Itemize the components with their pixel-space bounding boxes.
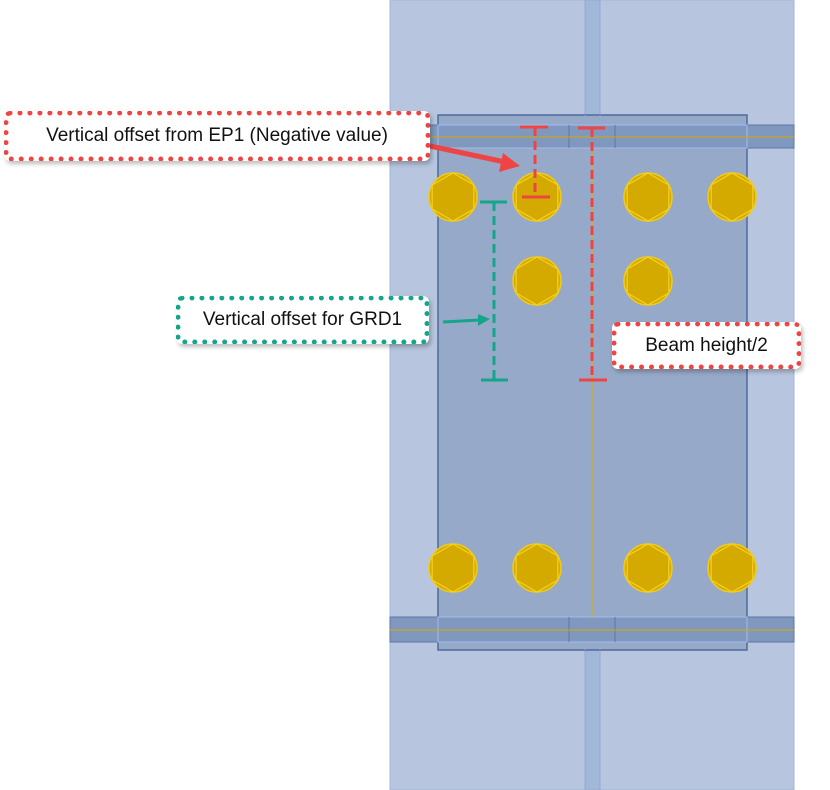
bolt bbox=[428, 543, 478, 593]
bolt bbox=[707, 172, 757, 222]
bolt bbox=[428, 172, 478, 222]
bolt-hex-head bbox=[710, 172, 754, 222]
bolt-hex-head bbox=[515, 256, 559, 306]
bolt-hex-head bbox=[626, 543, 670, 593]
beam-height-text: Beam height/2 bbox=[645, 334, 768, 356]
bolt-hex-head bbox=[431, 543, 475, 593]
grd1-arrow bbox=[442, 314, 490, 326]
ep1-offset-label: Vertical offset from EP1 (Negative value… bbox=[4, 111, 430, 161]
bolt-hex-head bbox=[626, 256, 670, 306]
beam-height-dimension bbox=[578, 126, 607, 382]
bottom-flange bbox=[389, 616, 795, 643]
beam-height-label: Beam height/2 bbox=[612, 322, 801, 369]
ep1-offset-text: Vertical offset from EP1 (Negative value… bbox=[46, 125, 388, 146]
bolt bbox=[623, 256, 673, 306]
bolt-hex-head bbox=[431, 172, 475, 222]
bolt bbox=[512, 256, 562, 306]
bolt-hex-head bbox=[515, 172, 559, 222]
bolt-hex-head bbox=[710, 543, 754, 593]
bolt-hex-head bbox=[515, 543, 559, 593]
bolt bbox=[623, 543, 673, 593]
ep1-arrow bbox=[429, 143, 520, 172]
ep1-offset-dimension bbox=[520, 125, 550, 199]
grd1-offset-dimension bbox=[480, 200, 508, 382]
grd1-offset-label: Vertical offset for GRD1 bbox=[176, 296, 429, 344]
grd1-offset-text: Vertical offset for GRD1 bbox=[202, 309, 403, 330]
bolt bbox=[623, 172, 673, 222]
bolt bbox=[707, 543, 757, 593]
bolt-hex-head bbox=[626, 172, 670, 222]
bolt bbox=[512, 543, 562, 593]
